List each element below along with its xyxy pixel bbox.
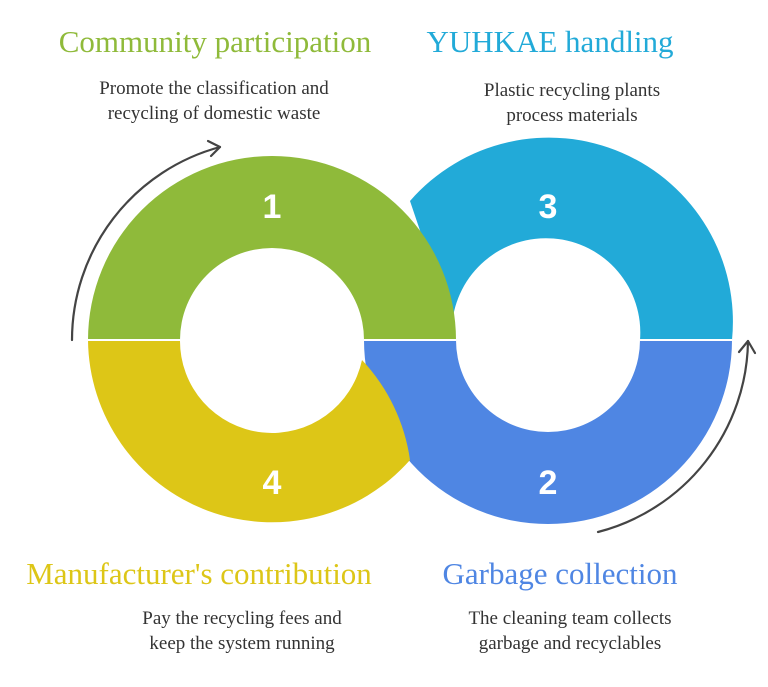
step-number-3: 3 [539,188,558,226]
step-number-2: 2 [539,464,558,502]
step-2-title: Garbage collection [442,556,678,591]
step-3-title: YUHKAE handling [426,24,674,59]
step-number-4: 4 [263,464,282,502]
segment-2-bottom-right [364,340,732,524]
step-4-description: Pay the recycling fees and keep the syst… [142,608,342,654]
step-2-description: The cleaning team collects garbage and r… [468,608,672,654]
step-1-title: Community participation [58,24,372,59]
step-4-title: Manufacturer's contribution [26,556,372,591]
step-3-description: Plastic recycling plants process materia… [483,80,661,126]
segment-1-top-left [88,156,456,340]
step-1-description: Promote the classification and recycling… [99,78,329,124]
step-number-1: 1 [263,188,282,226]
arrowhead-bottom-right-icon [737,339,757,355]
arrowhead-top-left-icon [206,139,222,158]
arrow-bottom-right [596,339,750,534]
segment-3-top-right [410,137,733,340]
arrow-top-left [70,145,222,342]
segment-4-bottom-left [88,340,410,523]
